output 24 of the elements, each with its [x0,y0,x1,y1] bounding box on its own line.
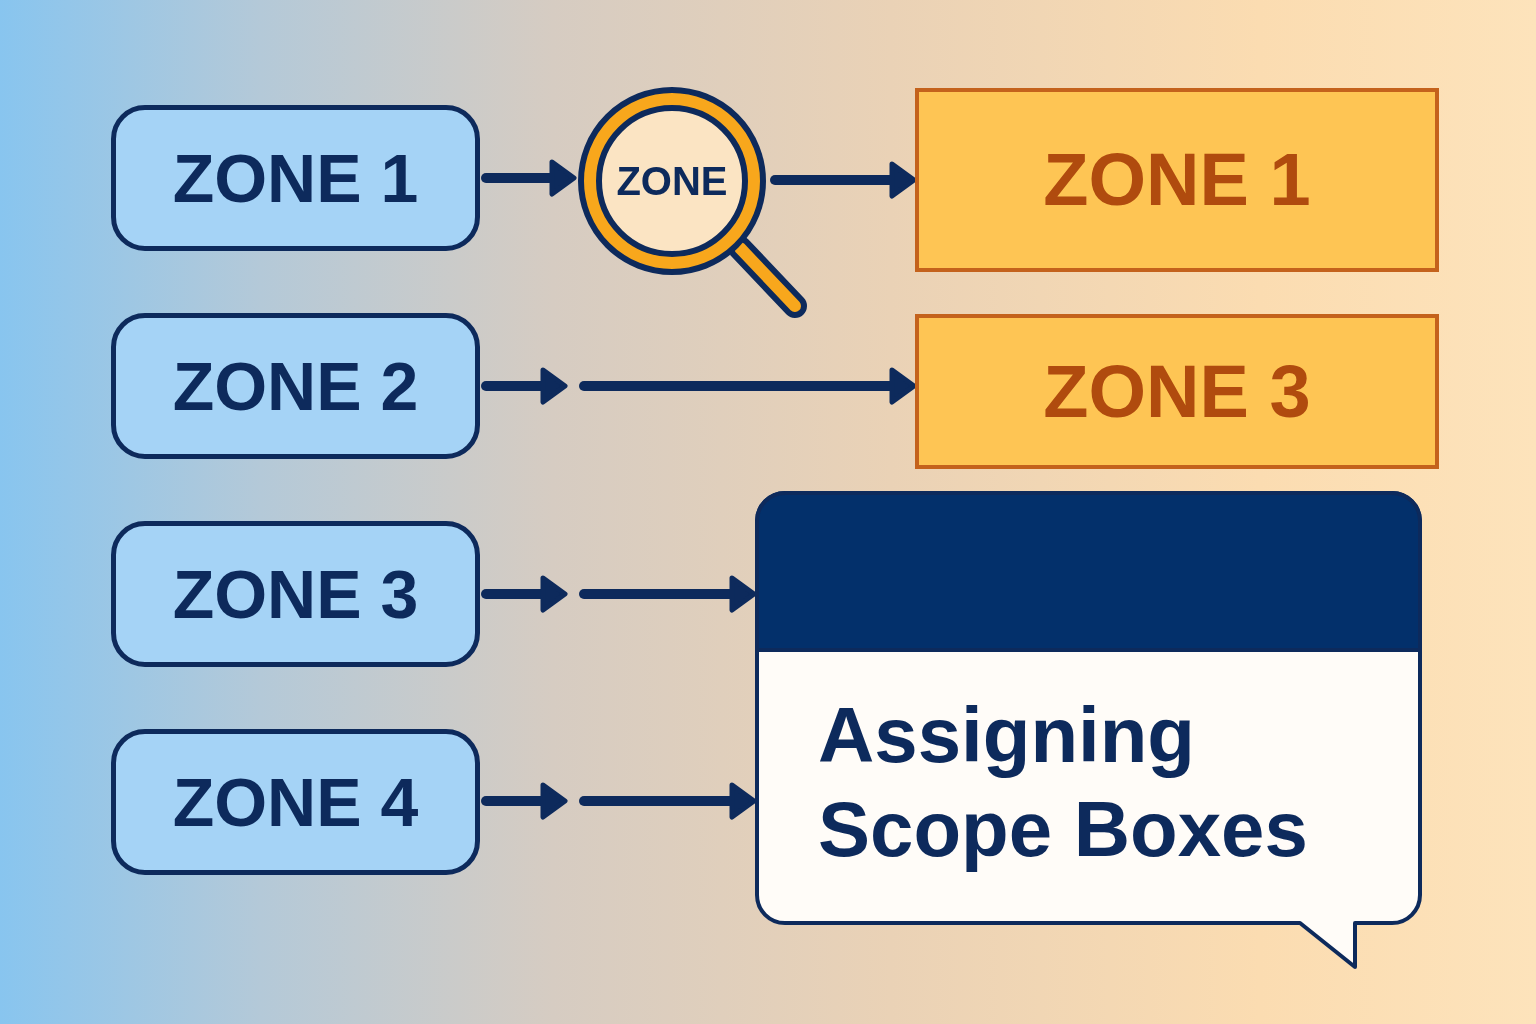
zone-label: ZONE 2 [172,352,419,420]
arrow [481,575,568,613]
zone-box [111,729,480,875]
arrow [481,782,568,820]
zone-label: ZONE 3 [1043,354,1311,429]
zone-box [111,105,480,251]
zone-result-box [915,314,1439,469]
arrow [481,159,577,197]
zone-label: ZONE 1 [1043,143,1311,217]
zone-box [111,521,480,667]
arrow [770,161,917,199]
zone-label: ZONE 1 [172,144,419,212]
lens-label: ZONE [616,161,728,201]
zone-label: ZONE 3 [172,560,419,628]
arrow [579,782,757,820]
arrow [481,367,568,405]
arrow [579,367,917,405]
bubble-title: Assigning Scope Boxes [818,690,1309,875]
zone-box [111,313,480,459]
zone-label: ZONE 4 [172,768,419,836]
zone-result-box [915,88,1439,272]
magnifier-lens [575,85,769,277]
arrow [579,575,757,613]
speech-bubble [755,491,1422,970]
